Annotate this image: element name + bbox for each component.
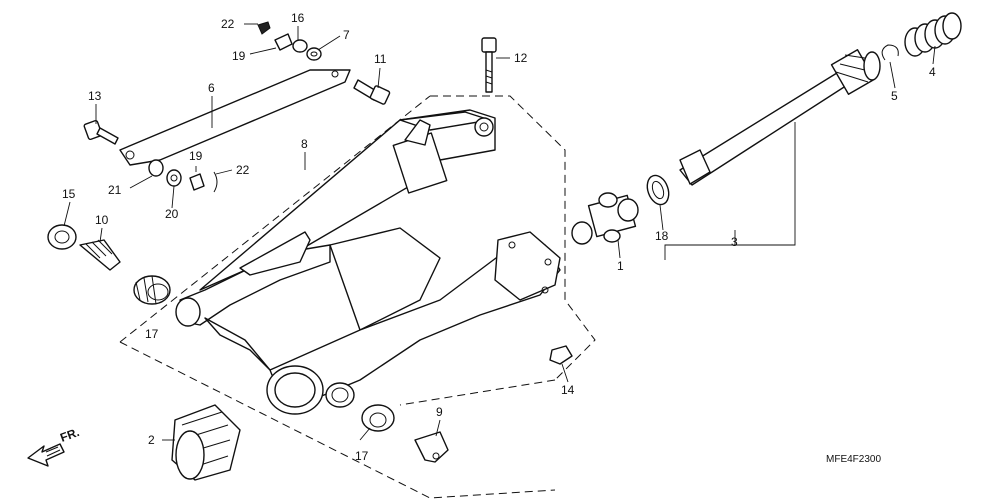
label-1: 1 <box>617 259 624 273</box>
nut-14-part <box>549 345 573 365</box>
label-21: 21 <box>108 183 122 197</box>
label-19-top: 19 <box>232 49 246 63</box>
label-5: 5 <box>891 89 898 103</box>
front-direction-indicator: FR. <box>27 425 81 467</box>
bolt-12-part <box>481 37 497 93</box>
bolt-11-part <box>353 79 391 105</box>
drain-plug-part <box>414 431 449 463</box>
label-12: 12 <box>514 51 528 65</box>
drive-shaft-part <box>679 49 881 186</box>
label-22-mid: 22 <box>236 163 250 177</box>
label-11: 11 <box>374 52 387 66</box>
spring-part <box>904 12 962 57</box>
label-15: 15 <box>62 187 76 201</box>
label-4: 4 <box>929 65 936 79</box>
dust-seal-part <box>646 174 670 206</box>
label-8: 8 <box>301 137 308 151</box>
label-18: 18 <box>655 229 669 243</box>
part-labels: 22 16 19 7 6 13 11 12 8 19 22 21 20 15 1… <box>62 11 936 463</box>
label-9: 9 <box>436 405 443 419</box>
diagram-code: MFE4F2300 <box>826 454 881 465</box>
swingarm-part <box>175 109 561 415</box>
universal-joint-part <box>571 192 639 245</box>
label-17-lower: 17 <box>355 449 369 463</box>
label-16: 16 <box>291 11 305 25</box>
bearing-17-upper-part <box>133 275 171 305</box>
label-22-top: 22 <box>221 17 235 31</box>
label-17-upper: 17 <box>145 327 159 341</box>
label-6: 6 <box>208 81 215 95</box>
small-hardware-top <box>257 21 322 61</box>
label-10: 10 <box>95 213 109 227</box>
label-3: 3 <box>731 235 738 249</box>
bearing-17-lower-part <box>361 404 395 432</box>
front-label: FR. <box>58 425 81 445</box>
bolt-13-part <box>83 119 119 145</box>
label-13: 13 <box>88 89 102 103</box>
label-20: 20 <box>165 207 179 221</box>
rubber-boot-part <box>171 404 241 481</box>
label-14: 14 <box>561 383 575 397</box>
lock-nut-15-part <box>47 224 77 250</box>
pivot-bolt-10-part <box>79 239 121 271</box>
swingarm-boundary-outline <box>119 95 596 499</box>
label-2: 2 <box>148 433 155 447</box>
torque-link-part <box>119 69 351 166</box>
snap-ring-part <box>881 44 899 61</box>
label-7: 7 <box>343 28 350 42</box>
small-hardware-mid <box>148 159 218 193</box>
leader-lines <box>63 23 936 441</box>
label-19-mid: 19 <box>189 149 203 163</box>
